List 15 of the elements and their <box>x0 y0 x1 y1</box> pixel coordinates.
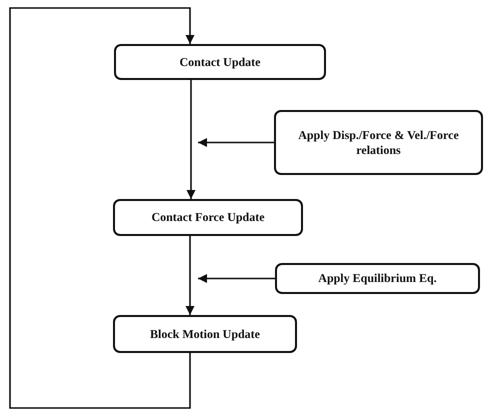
box-label: Contact Update <box>180 54 260 70</box>
box-label: Apply Disp./Force & Vel./Force relations <box>297 128 460 158</box>
box-label: Contact Force Update <box>151 210 265 225</box>
arrow <box>9 7 194 409</box>
process-box <box>274 110 483 175</box>
arrow <box>198 138 274 147</box>
process-box <box>113 315 297 353</box>
box-label: Apply Equilibrium Eq. <box>318 271 437 286</box>
process-box <box>114 44 326 80</box>
arrow <box>186 80 196 199</box>
process-box <box>113 199 303 236</box>
arrow <box>198 274 275 283</box>
process-box <box>275 263 480 294</box>
box-label: Block Motion Update <box>150 326 260 342</box>
arrow <box>186 236 194 315</box>
